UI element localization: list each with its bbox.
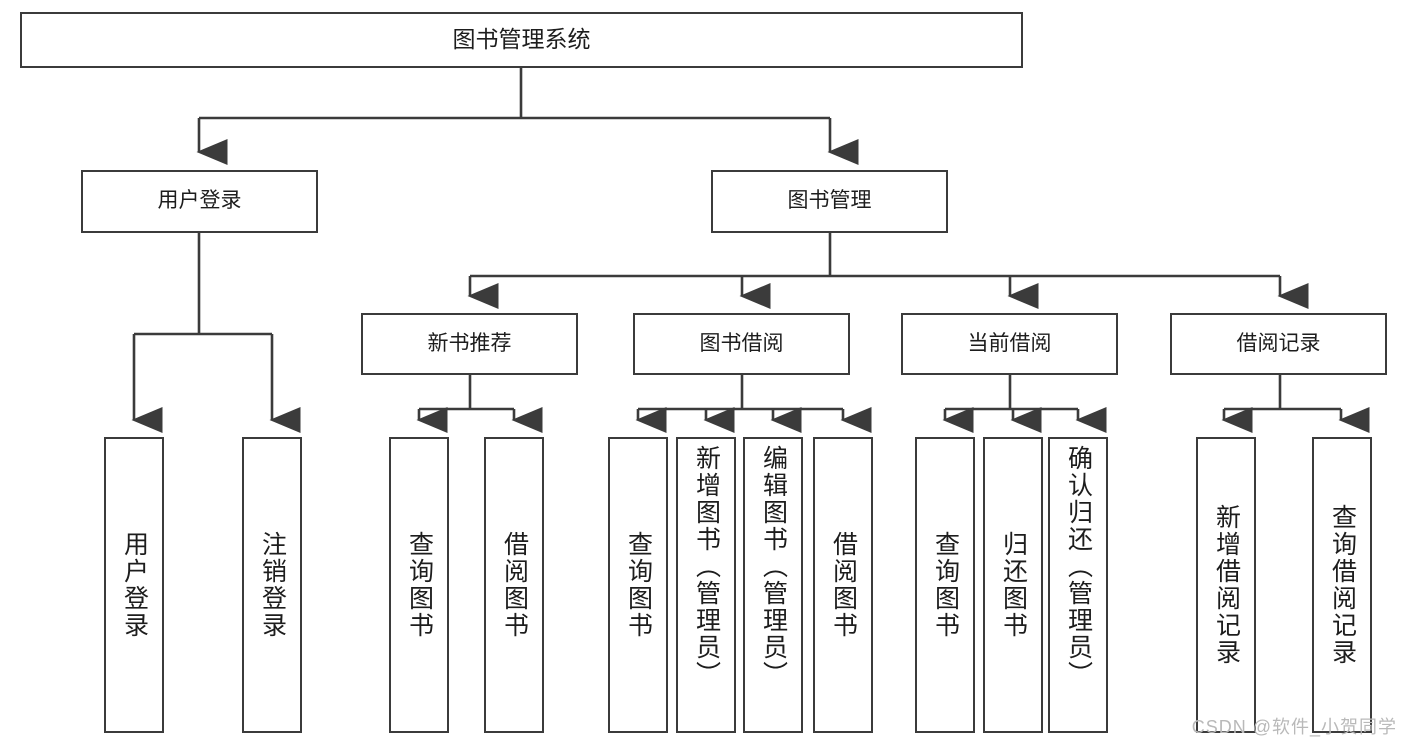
node-label: 用户登录 bbox=[120, 531, 149, 639]
node-label: 查询图书 bbox=[624, 531, 653, 639]
node-borrow-record[interactable]: 借阅记录 bbox=[1170, 313, 1387, 375]
node-label: 归还图书 bbox=[999, 531, 1028, 639]
node-label: 图书管理系统 bbox=[452, 26, 591, 53]
node-book-management[interactable]: 图书管理 bbox=[711, 170, 948, 233]
node-label: 确认归还（管理员） bbox=[1064, 445, 1093, 688]
node-current-borrow[interactable]: 当前借阅 bbox=[901, 313, 1118, 375]
node-leaf-query-book-1[interactable]: 查询图书 bbox=[389, 437, 449, 733]
node-user-login[interactable]: 用户登录 bbox=[81, 170, 318, 233]
watermark-text: CSDN @软件_小贺同学 bbox=[1191, 717, 1397, 737]
node-leaf-confirm-return[interactable]: 确认归还（管理员） bbox=[1048, 437, 1108, 733]
node-leaf-edit-book[interactable]: 编辑图书（管理员） bbox=[743, 437, 803, 733]
node-label: 新书推荐 bbox=[427, 331, 512, 355]
node-label: 借阅图书 bbox=[500, 531, 529, 639]
node-label: 图书借阅 bbox=[699, 331, 784, 355]
node-leaf-add-book[interactable]: 新增图书（管理员） bbox=[676, 437, 736, 733]
node-leaf-query-book-3[interactable]: 查询图书 bbox=[915, 437, 975, 733]
node-book-borrow[interactable]: 图书借阅 bbox=[633, 313, 850, 375]
node-leaf-borrow-book-2[interactable]: 借阅图书 bbox=[813, 437, 873, 733]
node-leaf-query-book-2[interactable]: 查询图书 bbox=[608, 437, 668, 733]
node-label: 用户登录 bbox=[157, 189, 242, 213]
node-new-book-recommend[interactable]: 新书推荐 bbox=[361, 313, 578, 375]
node-label: 借阅记录 bbox=[1236, 331, 1321, 355]
node-label: 新增借阅记录 bbox=[1212, 504, 1241, 666]
node-label: 注销登录 bbox=[258, 531, 287, 639]
node-label: 新增图书（管理员） bbox=[692, 445, 721, 688]
node-label: 查询借阅记录 bbox=[1328, 504, 1357, 666]
node-label: 查询图书 bbox=[931, 531, 960, 639]
node-leaf-borrow-book-1[interactable]: 借阅图书 bbox=[484, 437, 544, 733]
node-label: 图书管理 bbox=[787, 189, 872, 213]
node-label: 查询图书 bbox=[405, 531, 434, 639]
node-root-system[interactable]: 图书管理系统 bbox=[20, 12, 1023, 68]
node-leaf-add-record[interactable]: 新增借阅记录 bbox=[1196, 437, 1256, 733]
node-leaf-logout[interactable]: 注销登录 bbox=[242, 437, 302, 733]
node-leaf-user-login[interactable]: 用户登录 bbox=[104, 437, 164, 733]
node-label: 编辑图书（管理员） bbox=[759, 445, 788, 688]
node-leaf-query-record[interactable]: 查询借阅记录 bbox=[1312, 437, 1372, 733]
node-label: 当前借阅 bbox=[967, 331, 1052, 355]
node-leaf-return-book[interactable]: 归还图书 bbox=[983, 437, 1043, 733]
node-label: 借阅图书 bbox=[829, 531, 858, 639]
